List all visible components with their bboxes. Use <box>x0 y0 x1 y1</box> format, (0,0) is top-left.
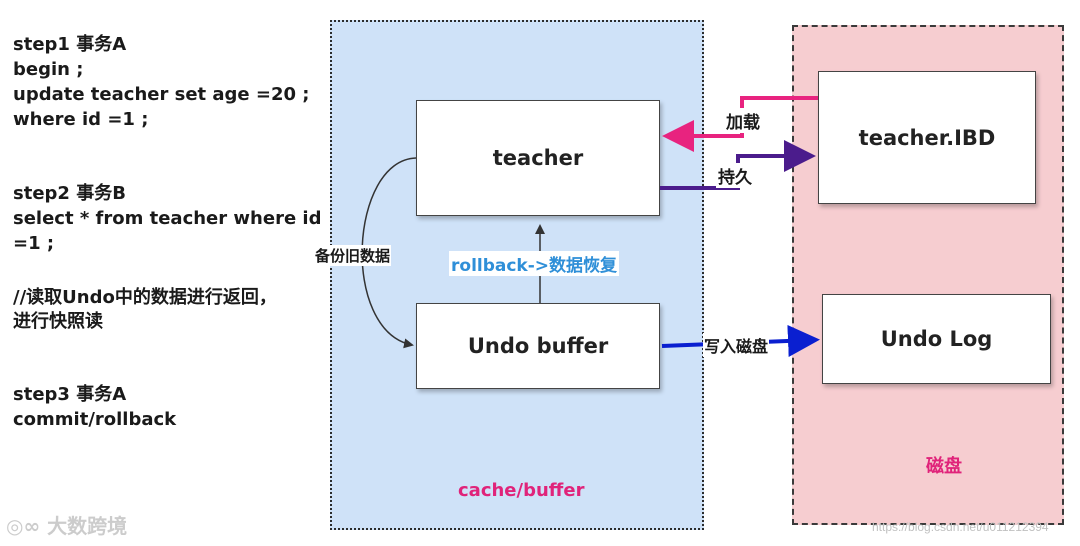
watermark-url: https://blog.csdn.net/u011212394 <box>872 520 1049 534</box>
step1-title: step1 事务A <box>13 34 127 55</box>
persist-label: 持久 <box>716 163 754 188</box>
step2-title: step2 事务B <box>13 183 126 204</box>
disk-label: 磁盘 <box>926 456 962 477</box>
load-label: 加载 <box>724 108 762 133</box>
logo-icon: ◎∞ <box>6 514 41 538</box>
teacher-box: teacher <box>416 100 660 216</box>
watermark-logo: ◎∞ 大数跨境 <box>6 510 127 539</box>
undo-log-box: Undo Log <box>822 294 1051 384</box>
backup-old-data-label: 备份旧数据 <box>314 245 392 266</box>
step3-title: step3 事务A <box>13 384 127 405</box>
teacher-ibd-box: teacher.IBD <box>818 71 1036 204</box>
step2-line: =1 ; <box>13 233 55 254</box>
step1-line: update teacher set age =20 ; <box>13 84 310 105</box>
step1-line: begin ; <box>13 59 84 80</box>
step2-line: select * from teacher where id <box>13 208 322 229</box>
undo-buffer-box: Undo buffer <box>416 303 660 389</box>
step1-line: where id =1 ; <box>13 109 149 130</box>
note-line: //读取Undo中的数据进行返回， <box>13 287 277 308</box>
cache-buffer-label: cache/buffer <box>458 480 585 501</box>
rollback-label: rollback->数据恢复 <box>449 251 620 276</box>
watermark-logo-text: 大数跨境 <box>47 514 128 538</box>
write-disk-label: 写入磁盘 <box>703 333 770 357</box>
note-line: 进行快照读 <box>13 311 103 332</box>
step3-line: commit/rollback <box>13 409 177 430</box>
